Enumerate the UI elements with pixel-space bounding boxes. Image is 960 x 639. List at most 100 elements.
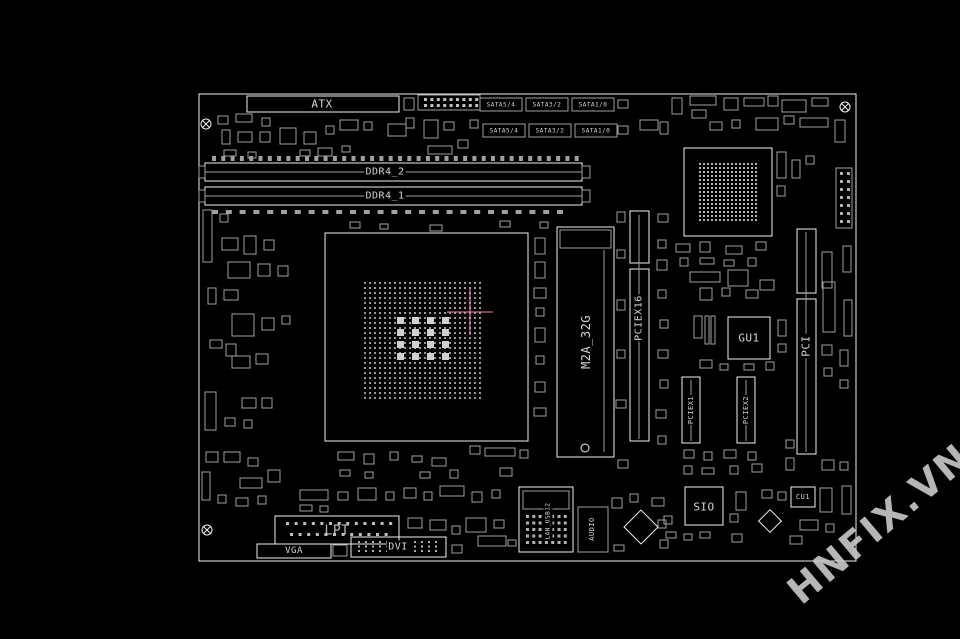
component-rect [257,263,271,277]
cpu-pin [374,312,376,314]
cpu-pin [434,332,436,334]
dimm-pads [444,156,449,161]
component-rect [783,115,795,125]
cpu-pin [414,372,416,374]
header-pin [468,104,472,107]
cpu-pin [374,372,376,374]
cpu-pin [439,392,441,394]
bga-ball [743,211,745,213]
cpu-pin [474,372,476,374]
bga-ball [707,199,709,201]
cpu-pin [469,387,471,389]
bga-ball [719,191,721,193]
component-rect [821,344,833,356]
mounting-hole [200,118,212,130]
cpu-pin [459,377,461,379]
board-outline [198,93,857,562]
cpu-pin [409,392,411,394]
cpu-pin [434,322,436,324]
ddr4-2-label-bg [364,165,406,179]
lpt-pin [337,522,341,525]
cpu-pin [399,362,401,364]
cpu-pin [434,377,436,379]
usb-lan-pin [563,515,567,518]
usb-lan-pin [551,528,555,531]
cpu-pin [454,287,456,289]
component-rect [743,97,765,107]
bga-ball [735,167,737,169]
dvi-pin [379,541,381,543]
cpu-pin [404,367,406,369]
bga-ball [751,199,753,201]
bga-ball [723,175,725,177]
bga-ball [699,175,701,177]
cpu-pin [454,377,456,379]
cpu-pin [369,367,371,369]
usb-lan-pin [551,521,555,525]
bga-ball [743,183,745,185]
cpu-pin [369,387,371,389]
bga-ball [727,175,729,177]
cpu-pin [369,362,371,364]
cpu-pin [414,312,416,314]
vga-label: VGA [285,546,303,556]
cpu-pin [479,317,481,319]
cpu-pin [364,327,366,329]
component-rect [469,445,481,455]
component-rect [659,379,669,389]
mounting-hole-cross [841,103,849,111]
bga-ball [727,191,729,193]
component-rect [534,381,546,393]
bga-ball [711,167,713,169]
component-rect [389,451,399,461]
component-rect [735,491,747,511]
cpu-pin [384,352,386,354]
cpu-pin [429,327,431,329]
cpu-pin [389,307,391,309]
cpu-pin [439,377,441,379]
bga-ball [703,215,705,217]
bga-ball [723,215,725,217]
pad-row [432,210,439,214]
pad-row [377,210,384,214]
bga-ball [739,191,741,193]
bga-ball [743,179,745,181]
cpu-pin [474,332,476,334]
cpu-pin [474,312,476,314]
sata-connector-1 [479,97,523,112]
bga-ball [711,211,713,213]
cpu-pin [389,367,391,369]
cpu-pin [414,297,416,299]
bga-ball [755,187,757,189]
component-rect [683,533,693,541]
cpu-pin [474,352,476,354]
cpu-pin [369,377,371,379]
cpu-pin [434,367,436,369]
component-rect [337,491,349,501]
pad-row [460,210,467,214]
component-rect [699,287,713,301]
component-rect [791,159,801,179]
component-rect [745,289,759,299]
bga-ball [707,191,709,193]
cpu-pin [414,387,416,389]
pci-label-bg [799,333,813,359]
cpu-pin [364,367,366,369]
component-rect [655,409,667,419]
cpu-pin [399,367,401,369]
mounting-hole-cross [203,526,211,534]
bga-ball [699,171,701,173]
lpt-pin [389,522,393,525]
cpu-pin [474,387,476,389]
cpu-pin [434,397,436,399]
bga-ball [751,187,753,189]
bga-ball [699,207,701,209]
cpu-pin [419,332,421,334]
cpu-pin [434,337,436,339]
component-rect [279,127,297,145]
cpu-pin [434,287,436,289]
cpu-pin [474,282,476,284]
bga-ball [747,163,749,165]
audio-stack [577,506,609,553]
cpu-pin [374,307,376,309]
